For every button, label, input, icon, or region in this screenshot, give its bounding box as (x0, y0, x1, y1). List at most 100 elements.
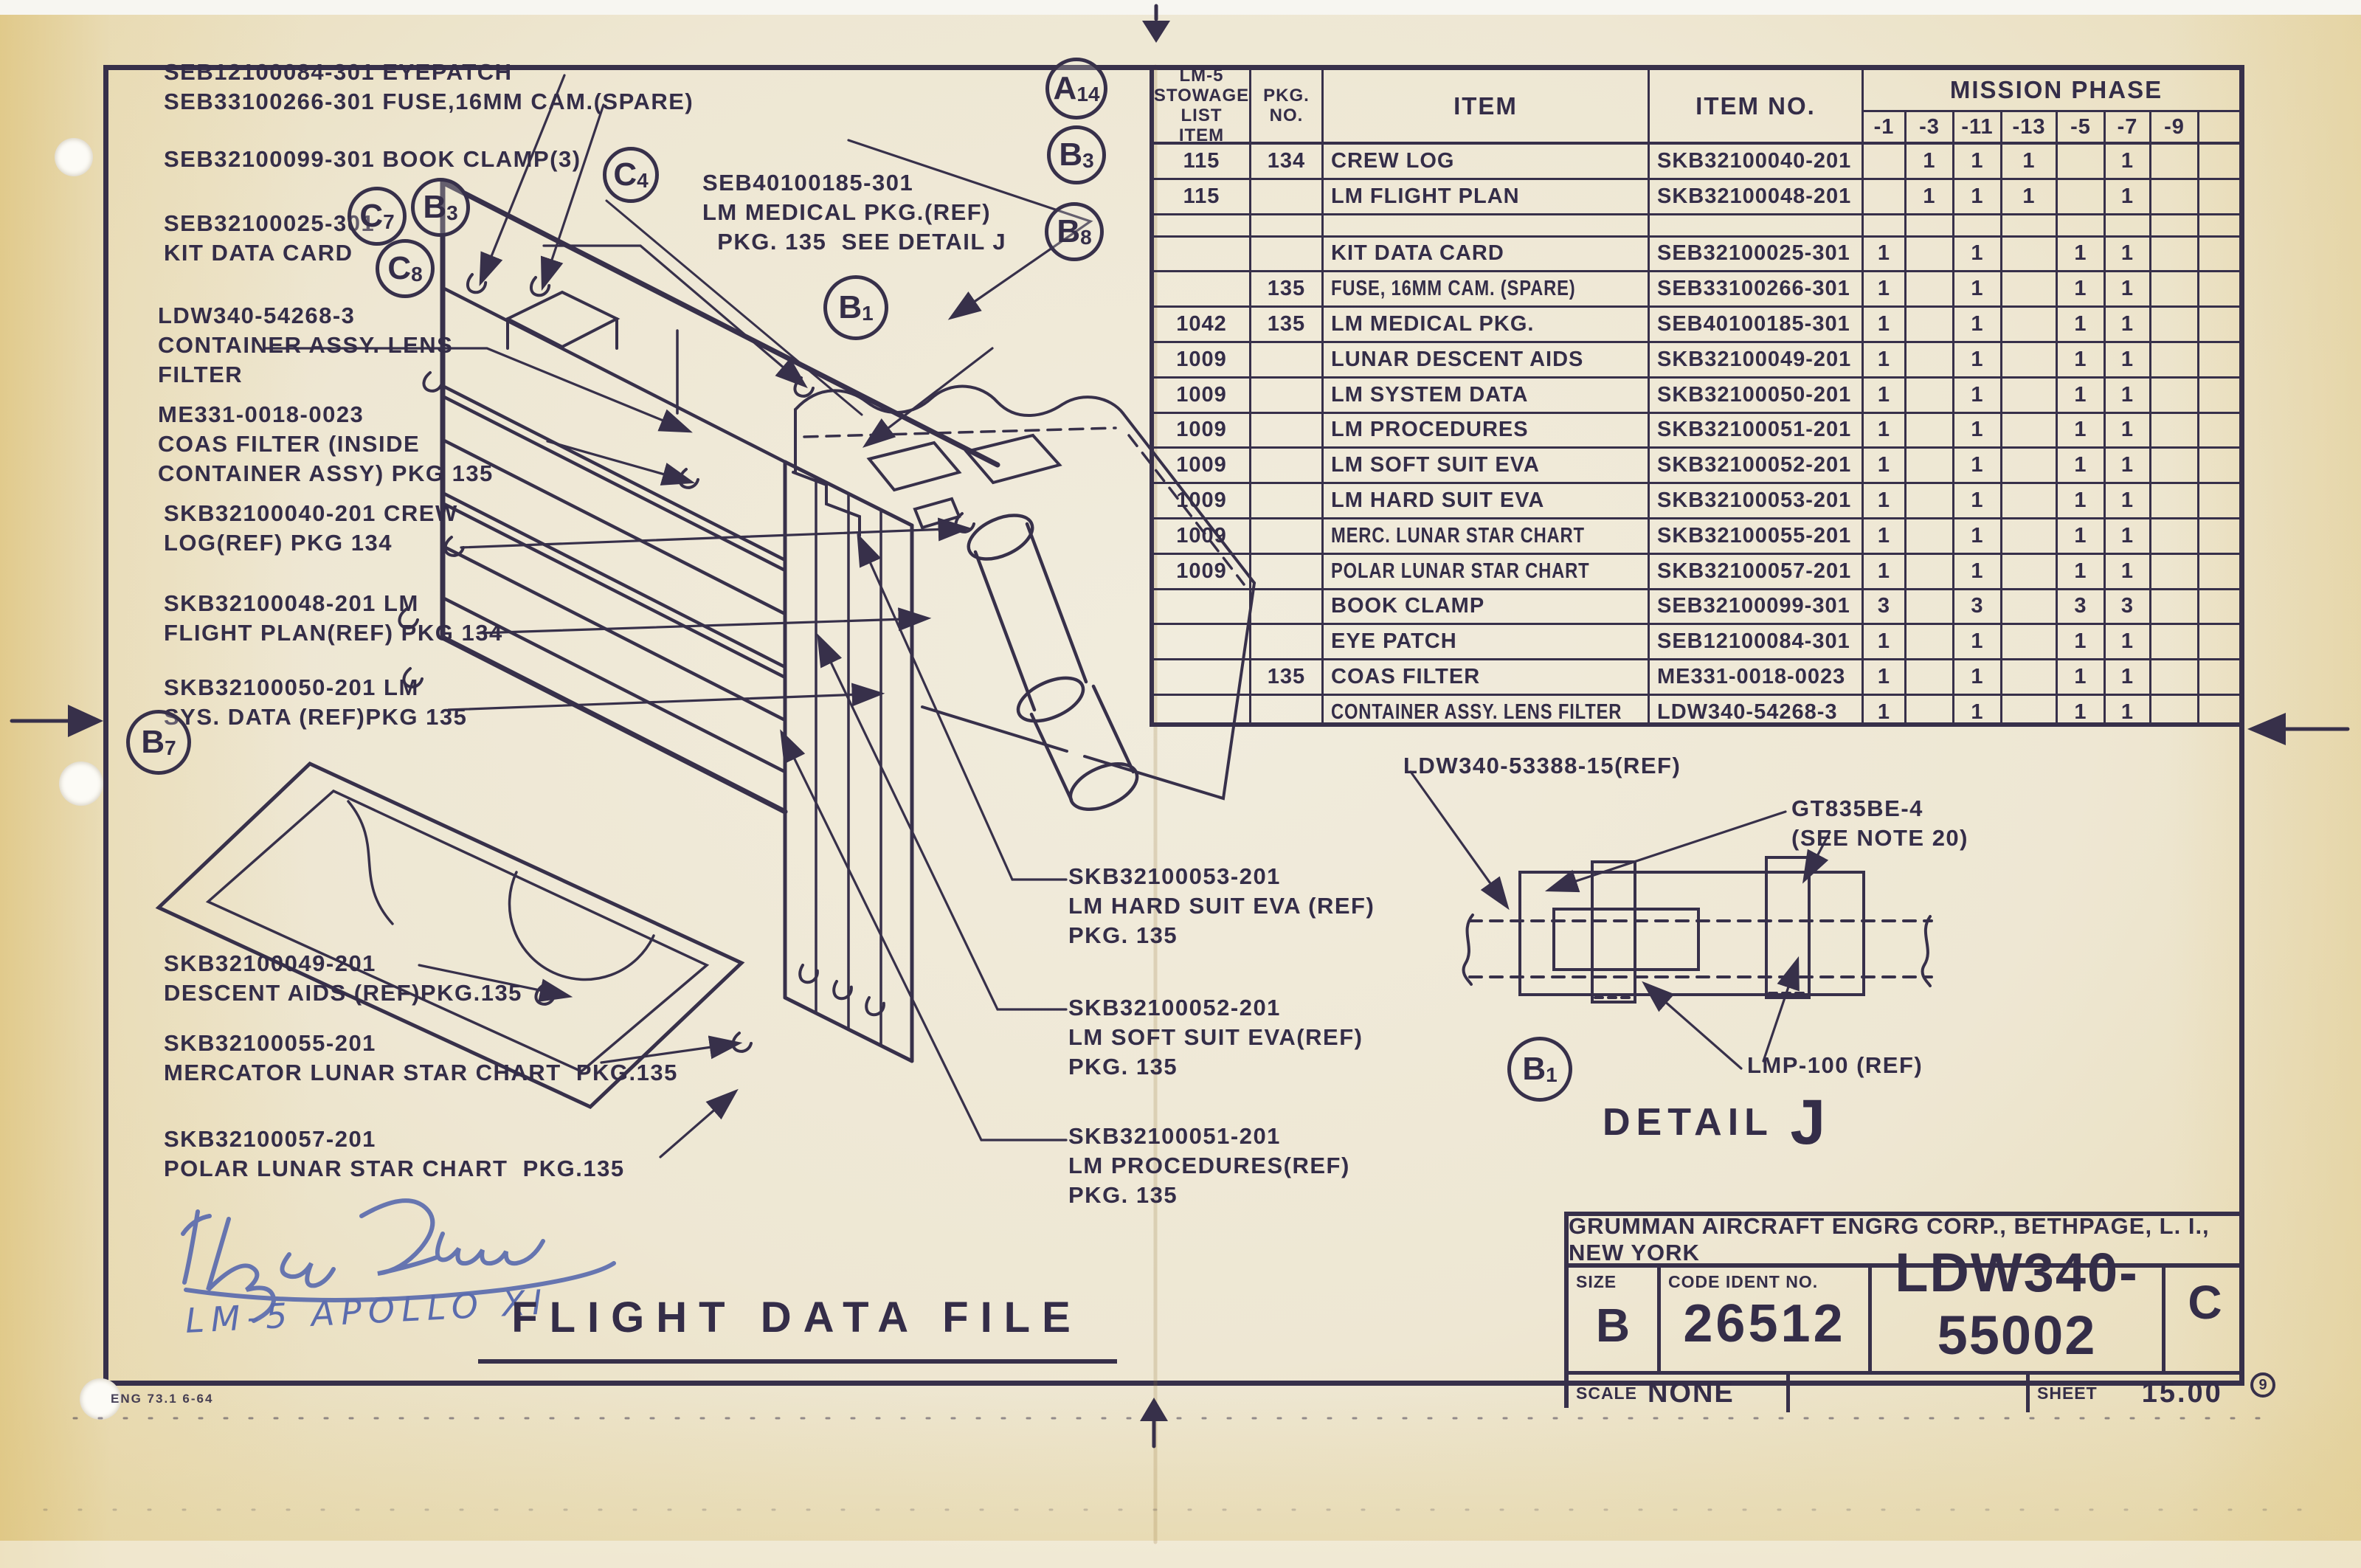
table-cell (1251, 449, 1324, 485)
table-cell (1251, 179, 1324, 215)
mission-phase-label: MISSION PHASE (1949, 75, 2163, 103)
callout-line: FILTER (158, 362, 243, 387)
size-value: B (1595, 1299, 1631, 1352)
phase-column-header: -1 (1864, 112, 1907, 145)
table-cell (1154, 237, 1251, 273)
table-cell (2151, 378, 2199, 414)
table-cell: 1 (1954, 660, 2002, 696)
table-cell (1907, 590, 1954, 626)
table-cell: 1 (2058, 342, 2106, 379)
table-cell: 1 (1954, 413, 2002, 449)
cell-text: SKB32100057-201 (1657, 559, 1852, 583)
table-cell: SEB33100266-301 (1650, 272, 1864, 308)
cell-text: 1 (2120, 488, 2134, 513)
table-cell: LUNAR DESCENT AIDS (1324, 342, 1650, 379)
table-cell (1251, 237, 1324, 273)
table-cell: LM FLIGHT PLAN (1324, 179, 1650, 215)
table-cell (1251, 378, 1324, 414)
header-line: LIST (1180, 106, 1223, 125)
scanner-edge-bottom (0, 1541, 2361, 1568)
table-cell (2002, 272, 2058, 308)
size-cell: SIZE B (1569, 1268, 1661, 1371)
cell-text: 1 (1877, 418, 1891, 442)
table-cell: KIT DATA CARD (1324, 237, 1650, 273)
cell-text: 1 (1971, 665, 1984, 689)
cell-text: SEB12100084-301 (1657, 629, 1850, 654)
table-cell (1907, 660, 1954, 696)
table-cell: 1 (1954, 308, 2002, 343)
cell-text: 1 (2022, 184, 2036, 208)
phase-number: -1 (1873, 114, 1895, 139)
cell-text: 1 (1877, 312, 1891, 336)
table-cell (2002, 378, 2058, 414)
table-cell (2151, 554, 2199, 590)
cell-text: 1 (2120, 629, 2134, 654)
table-cell: FUSE, 16MM CAM. (SPARE) (1324, 272, 1650, 308)
table-cell: LM SYSTEM DATA (1324, 378, 1650, 414)
balloon-letter: A (1053, 70, 1077, 106)
table-cell: 1 (2058, 449, 2106, 485)
balloon-number: 4 (637, 169, 649, 192)
cell-text: 1 (1877, 629, 1891, 654)
table-cell: 1 (2058, 308, 2106, 343)
cell-text: SKB32100050-201 (1657, 382, 1852, 407)
table-cell (1907, 449, 1954, 485)
table-cell: LDW340-54268-3 (1650, 695, 1864, 722)
cell-text: 135 (1267, 312, 1306, 336)
table-cell (2199, 449, 2240, 485)
cell-text: 1 (1877, 347, 1891, 371)
drawing-number: LDW340-55002 (1895, 1242, 2139, 1366)
table-cell: 1 (1954, 484, 2002, 519)
callout-line: LMP-100 (REF) (1747, 1052, 1923, 1078)
mission-phase-numbers: -1-3-11-13-5-7-9 (1864, 112, 2240, 145)
phase-column-header: -13 (2002, 112, 2058, 145)
cell-text: 1 (2074, 241, 2087, 266)
table-cell: 1 (2058, 272, 2106, 308)
cell-text: 1 (2120, 523, 2134, 548)
balloon-letter: B (838, 289, 863, 325)
sheet-label: SHEET (2037, 1384, 2098, 1403)
table-cell: SKB32100057-201 (1650, 554, 1864, 590)
callout-line: SEB40100185-301 (702, 170, 914, 196)
cell-text: CREW LOG (1331, 148, 1455, 173)
cell-text: SEB32100099-301 (1657, 594, 1850, 618)
callout-line: SKB32100057-201 (164, 1126, 376, 1152)
table-cell (1907, 413, 1954, 449)
table-cell (2199, 484, 2240, 519)
table-cell: CONTAINER ASSY. LENS FILTER (1324, 695, 1650, 722)
table-cell: MERC. LUNAR STAR CHART (1324, 519, 1650, 555)
table-cell (2199, 272, 2240, 308)
table-cell: 1 (2106, 519, 2151, 555)
table-cell: LM SOFT SUIT EVA (1324, 449, 1650, 485)
cell-text: 1009 (1176, 523, 1227, 548)
cell-text: 1 (2074, 277, 2087, 301)
table-cell: 1 (1954, 342, 2002, 379)
callout-line: SEB33100266-301 FUSE,16MM CAM.(SPARE) (164, 89, 694, 114)
table-cell (2199, 379, 2240, 414)
table-cell: 1 (2106, 308, 2151, 343)
table-cell: 1 (1864, 449, 1907, 485)
header-item: ITEM (1324, 69, 1650, 145)
revision-cell: C (2162, 1268, 2244, 1371)
callout-line: SKB32100048-201 LM (164, 590, 419, 616)
table-cell: 135 (1251, 660, 1324, 696)
table-cell (2151, 179, 2199, 215)
table-cell: 1 (1907, 145, 1954, 180)
table-cell (1251, 215, 1324, 238)
callout-line: LDW340-53388-15(REF) (1403, 753, 1681, 778)
table-cell: 1 (1954, 179, 2002, 215)
table-cell (1154, 695, 1251, 722)
cell-text: 1 (1971, 523, 1984, 548)
table-cell: 115 (1154, 179, 1251, 215)
callout-line: KIT DATA CARD (164, 240, 353, 266)
table-cell: 1009 (1154, 413, 1251, 449)
cell-text: LM SOFT SUIT EVA (1331, 453, 1540, 477)
